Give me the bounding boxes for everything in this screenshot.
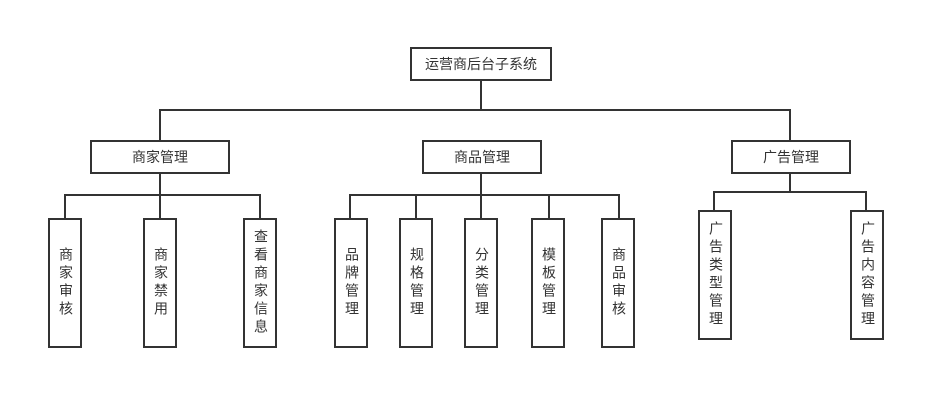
connector <box>64 194 261 196</box>
node-label: 商家禁用 <box>152 247 168 319</box>
connector <box>259 194 261 218</box>
connector <box>713 191 715 210</box>
connector <box>480 173 482 195</box>
leaf-node: 商品审核 <box>601 218 635 348</box>
leaf-node: 分类管理 <box>464 218 498 348</box>
connector <box>789 173 791 192</box>
node-label: 商家审核 <box>57 247 73 319</box>
leaf-node: 品牌管理 <box>334 218 368 348</box>
node-label: 商品审核 <box>610 247 626 319</box>
leaf-node: 商家禁用 <box>143 218 177 348</box>
node-label: 广告类型管理 <box>707 221 723 329</box>
connector <box>618 194 620 218</box>
connector <box>713 191 867 193</box>
group-node-product: 商品管理 <box>422 140 542 174</box>
group-node-ad: 广告管理 <box>731 140 851 174</box>
leaf-node: 广告类型管理 <box>698 210 732 340</box>
connector <box>548 194 550 218</box>
leaf-node: 广告内容管理 <box>850 210 884 340</box>
group-node-merchant: 商家管理 <box>90 140 230 174</box>
leaf-node: 查看商家信息 <box>243 218 277 348</box>
connector <box>415 194 417 218</box>
connector <box>159 109 791 111</box>
node-label: 品牌管理 <box>343 247 359 319</box>
connector <box>349 194 620 196</box>
node-label: 分类管理 <box>473 247 489 319</box>
connector <box>159 194 161 218</box>
connector <box>789 109 791 140</box>
node-label: 查看商家信息 <box>252 229 268 337</box>
leaf-node: 模板管理 <box>531 218 565 348</box>
node-label: 运营商后台子系统 <box>425 57 537 73</box>
node-label: 规格管理 <box>408 247 424 319</box>
leaf-node: 规格管理 <box>399 218 433 348</box>
connector <box>865 191 867 210</box>
node-label: 广告管理 <box>763 150 819 166</box>
connector <box>349 194 351 218</box>
root-node: 运营商后台子系统 <box>410 47 552 81</box>
leaf-node: 商家审核 <box>48 218 82 348</box>
connector <box>159 173 161 195</box>
node-label: 商家管理 <box>132 150 188 166</box>
connector <box>480 194 482 218</box>
connector <box>480 80 482 111</box>
node-label: 模板管理 <box>540 247 556 319</box>
node-label: 广告内容管理 <box>859 221 875 329</box>
connector <box>64 194 66 218</box>
node-label: 商品管理 <box>454 150 510 166</box>
connector <box>159 109 161 140</box>
